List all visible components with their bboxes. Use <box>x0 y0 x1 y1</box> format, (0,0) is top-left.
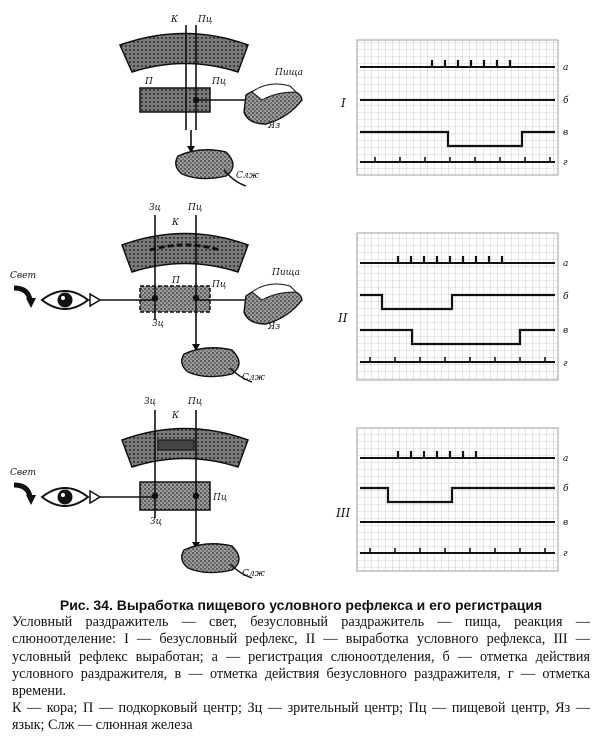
light-label: Свет <box>10 271 36 281</box>
caption-legend-2: К — кора; П — подкорковый центр; Зц — зр… <box>12 700 590 734</box>
roman-I: I <box>340 96 346 110</box>
light-arrow-icon <box>13 482 36 505</box>
trace-a-label: а <box>563 259 568 269</box>
tongue-label: Яз <box>267 322 280 332</box>
subcortical-label: П <box>171 276 180 286</box>
visual-center-label: Зц <box>144 397 156 407</box>
food-center-label-2: Пц <box>212 493 227 503</box>
panel-3-diagram: Зц К Пц Пц Зц Свет Слж <box>10 397 266 579</box>
trace-b-label: б <box>563 95 569 106</box>
food-center-label: Пц <box>197 15 212 25</box>
food-center-label-2: Пц <box>211 280 226 290</box>
subcortical-box <box>139 481 211 511</box>
figure-caption: Рис. 34. Выработка пищевого условного ре… <box>12 597 590 735</box>
salivary-gland <box>181 347 240 378</box>
food-label: Пища <box>271 268 300 278</box>
trace-v-label: в <box>563 128 568 138</box>
trace-g-label: г <box>563 549 568 559</box>
trace-a-label: а <box>563 63 568 73</box>
eye-icon <box>40 290 102 310</box>
cortex-label: К <box>171 218 180 228</box>
trace-g-label: г <box>563 158 568 168</box>
visual-center-label-2: Зц <box>150 517 162 527</box>
figure-canvas: К Пц П Пц Пища Яз Слж <box>10 15 569 579</box>
subcortical-label: П <box>144 77 153 87</box>
roman-II: II <box>337 311 348 325</box>
salivary-gland <box>175 149 234 180</box>
caption-title: Рис. 34. Выработка пищевого условного ре… <box>59 597 543 613</box>
subcortical-box <box>139 285 211 313</box>
panel-2-diagram: Зц К Пц П Пц Зц Свет Пища Яз <box>10 203 303 383</box>
trace-b-label: б <box>563 291 569 302</box>
tongue-label: Яз <box>267 121 280 131</box>
food-center-label-2: Пц <box>211 77 226 87</box>
panel-1-recording: I а б в г <box>340 39 569 176</box>
salivary-label: Слж <box>236 171 260 181</box>
visual-center-label: Зц <box>149 203 161 213</box>
salivary-gland <box>181 543 240 574</box>
panel-2-recording: II а б в г <box>337 232 569 381</box>
cortex-label: К <box>170 15 179 25</box>
food-center-label: Пц <box>187 397 202 407</box>
trace-a-label: а <box>563 454 568 464</box>
caption-legend-1: Условный раздражитель — свет, безусловны… <box>12 614 590 700</box>
trace-b-label: б <box>563 483 569 494</box>
light-label: Свет <box>10 468 36 478</box>
visual-center-label-2: Зц <box>152 319 164 329</box>
cortex-arc <box>121 232 249 273</box>
cortex-arc <box>118 32 249 73</box>
eye-icon <box>40 487 102 507</box>
cortex-label: К <box>171 411 180 421</box>
panel-3-recording: III а б в г <box>335 427 569 572</box>
salivary-label: Слж <box>242 373 266 383</box>
salivary-label: Слж <box>242 569 266 579</box>
light-arrow-icon <box>13 285 36 308</box>
food-center-label: Пц <box>187 203 202 213</box>
trace-g-label: г <box>563 359 568 369</box>
panel-1-diagram: К Пц П Пц Пища Яз Слж <box>118 15 303 187</box>
roman-III: III <box>335 506 350 520</box>
trace-v-label: в <box>563 518 568 528</box>
trace-v-label: в <box>563 326 568 336</box>
food-label: Пища <box>274 68 303 78</box>
